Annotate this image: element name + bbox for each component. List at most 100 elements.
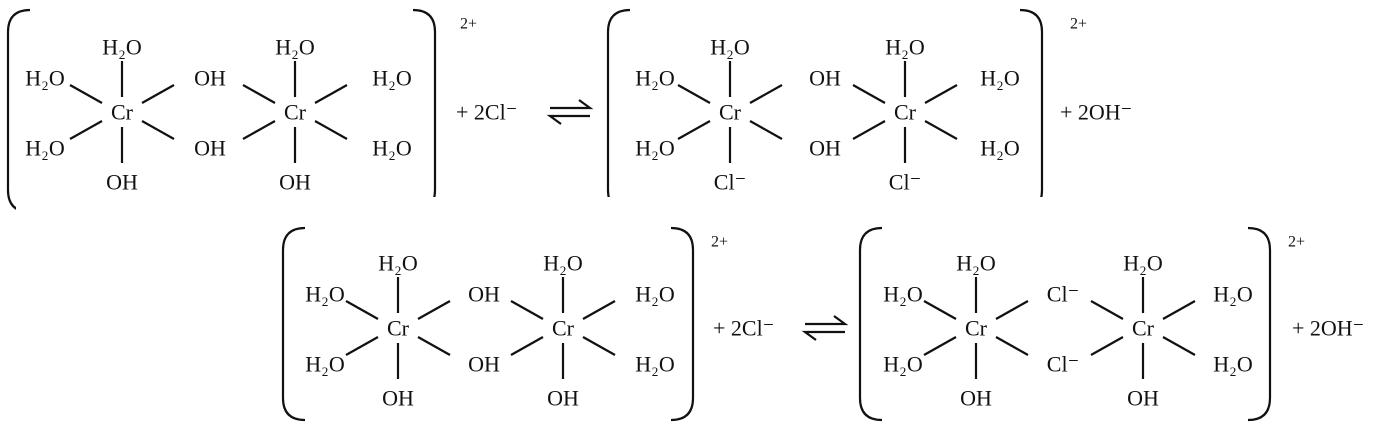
bond-line <box>749 120 783 140</box>
metal-center-cr: Cr <box>894 100 917 125</box>
bond-line <box>417 300 451 320</box>
bond-line <box>510 300 544 320</box>
bond-line <box>242 84 276 104</box>
ligand-lower-right: H₂O <box>1213 352 1252 377</box>
ligand-lower-left: H₂O <box>25 136 64 161</box>
ligand-axial-bottom-2: Cl⁻ <box>889 170 921 195</box>
bridging-ligand-lower: OH <box>468 352 500 377</box>
bond-line <box>141 84 175 104</box>
bond-line <box>923 336 957 356</box>
bond-line <box>852 84 886 104</box>
crop-mask <box>16 197 1378 222</box>
ligand-upper-left: H₂O <box>25 66 64 91</box>
right-bracket <box>1019 8 1044 214</box>
bond-line <box>314 120 348 140</box>
ligand-axial-bottom-1: Cl⁻ <box>714 170 746 195</box>
bridging-ligand-lower: Cl⁻ <box>1047 352 1079 377</box>
bond-line <box>345 300 379 320</box>
right-bracket <box>1247 226 1272 422</box>
ligand-lower-left: H₂O <box>883 352 922 377</box>
right-bracket <box>670 226 695 422</box>
bond-line <box>582 300 616 320</box>
added-chloride-ions: + 2Cl⁻ <box>713 316 774 341</box>
bond-line <box>510 336 544 356</box>
bond-line <box>677 120 711 140</box>
bond-line <box>69 120 103 140</box>
left-bracket <box>858 226 883 422</box>
ligand-axial-top-2: H₂O <box>885 35 924 60</box>
complex-charge: 2+ <box>1288 234 1305 251</box>
ligand-upper-right: H₂O <box>1213 282 1252 307</box>
released-hydroxide-ions: + 2OH⁻ <box>1060 100 1132 125</box>
metal-center-cr: Cr <box>719 100 742 125</box>
ligand-axial-top-2: H₂O <box>1123 251 1162 276</box>
ligand-axial-top-2: H₂O <box>275 35 314 60</box>
ligand-lower-right: H₂O <box>980 136 1019 161</box>
released-hydroxide-ions: + 2OH⁻ <box>1292 316 1364 341</box>
bond-line <box>345 336 379 356</box>
bridging-ligand-upper: OH <box>809 66 841 91</box>
ligand-lower-left: H₂O <box>635 136 674 161</box>
left-bracket <box>6 8 31 214</box>
ligand-lower-right: H₂O <box>635 352 674 377</box>
metal-center-cr: Cr <box>284 100 307 125</box>
ligand-upper-right: H₂O <box>980 66 1019 91</box>
bridging-ligand-upper: OH <box>194 66 226 91</box>
metal-center-cr: Cr <box>552 316 575 341</box>
ligand-axial-bottom-2: OH <box>279 170 311 195</box>
metal-center-cr: Cr <box>965 316 988 341</box>
ligand-upper-left: H₂O <box>883 282 922 307</box>
complex-charge: 2+ <box>460 16 477 33</box>
equilibrium-arrow-reverse <box>546 114 590 125</box>
equilibrium-arrow-reverse <box>801 330 845 341</box>
bond-line <box>141 120 175 140</box>
ligand-axial-top-1: H₂O <box>710 35 749 60</box>
ligand-axial-bottom-1: OH <box>960 386 992 411</box>
bond-line <box>1090 336 1124 356</box>
ligand-axial-bottom-1: OH <box>382 386 414 411</box>
ligand-axial-top-1: H₂O <box>102 35 141 60</box>
ligand-lower-left: H₂O <box>305 352 344 377</box>
metal-center-cr: Cr <box>1132 316 1155 341</box>
added-chloride-ions: + 2Cl⁻ <box>456 100 517 125</box>
bridging-ligand-lower: OH <box>194 136 226 161</box>
bond-line <box>69 84 103 104</box>
bond-line <box>924 84 958 104</box>
equilibrium-arrow-forward <box>550 99 594 110</box>
metal-center-cr: Cr <box>387 316 410 341</box>
complex-charge: 2+ <box>711 234 728 251</box>
right-bracket <box>412 8 437 214</box>
bridging-ligand-upper: Cl⁻ <box>1047 282 1079 307</box>
ligand-upper-left: H₂O <box>305 282 344 307</box>
bond-line <box>242 120 276 140</box>
ligand-axial-bottom-1: OH <box>106 170 138 195</box>
bond-line <box>1162 336 1196 356</box>
ligand-axial-top-2: H₂O <box>543 251 582 276</box>
bond-line <box>417 336 451 356</box>
complex-charge: 2+ <box>1070 16 1087 33</box>
ligand-axial-top-1: H₂O <box>378 251 417 276</box>
left-bracket <box>606 8 631 214</box>
bond-line <box>995 300 1029 320</box>
bond-line <box>852 120 886 140</box>
ligand-upper-right: H₂O <box>635 282 674 307</box>
bond-line <box>923 300 957 320</box>
bond-line <box>1090 300 1124 320</box>
ligand-axial-bottom-2: OH <box>1127 386 1159 411</box>
left-bracket <box>281 226 306 422</box>
bond-line <box>582 336 616 356</box>
bond-line <box>1162 300 1196 320</box>
bond-line <box>924 120 958 140</box>
bond-line <box>677 84 711 104</box>
equilibrium-arrow-forward <box>805 315 849 326</box>
bridging-ligand-upper: OH <box>468 282 500 307</box>
ligand-axial-bottom-2: OH <box>547 386 579 411</box>
ligand-upper-left: H₂O <box>635 66 674 91</box>
metal-center-cr: Cr <box>111 100 134 125</box>
bond-line <box>314 84 348 104</box>
